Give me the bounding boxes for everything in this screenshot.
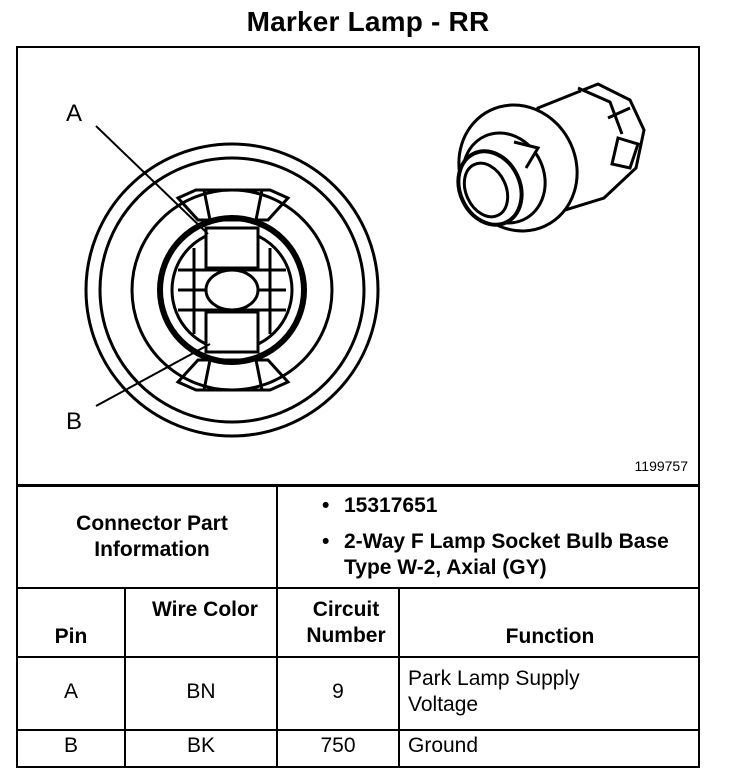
callout-b-label: B — [66, 408, 83, 435]
connector-part-number: 15317651 — [318, 493, 688, 519]
diagram-title: Marker Lamp - RR — [246, 6, 490, 37]
info-col-divider — [276, 486, 278, 587]
terminal-a — [204, 226, 260, 270]
socket-ring-2 — [98, 156, 366, 424]
info-divider — [16, 587, 700, 589]
col-divider-3 — [398, 589, 400, 768]
header-function: Function — [505, 625, 595, 648]
connector-description: 2-Way F Lamp Socket Bulb Base Type W-2, … — [318, 529, 688, 581]
row-a-function: Park Lamp Supply Voltage — [408, 667, 580, 716]
table-top-border — [16, 484, 700, 487]
connector-info-label: Connector Part Information — [76, 512, 228, 561]
header-pin: Pin — [54, 625, 88, 648]
col-divider-2 — [276, 589, 278, 768]
terminal-b — [204, 310, 260, 354]
diagram-frame — [16, 46, 700, 768]
header-divider — [16, 656, 700, 658]
row-b-circuit: 750 — [320, 734, 356, 757]
connector-drawing — [84, 82, 646, 438]
header-wire-color: Wire Color — [152, 598, 258, 621]
bulb-socket-illustration — [456, 82, 646, 233]
row-divider — [16, 729, 700, 731]
row-b-wire-color: BK — [186, 734, 215, 757]
socket-center-hole — [204, 268, 260, 312]
row-b-pin: B — [63, 734, 78, 757]
socket-tab-top — [175, 188, 291, 222]
socket-outer-ring — [84, 142, 380, 438]
connector-info-list: 15317651 2-Way F Lamp Socket Bulb Base T… — [318, 493, 688, 581]
row-b-function: Ground — [408, 734, 479, 757]
figure-number: 1199757 — [634, 458, 688, 474]
row-a-pin: A — [63, 680, 78, 703]
row-a-circuit: 9 — [332, 680, 344, 703]
socket-inner-ring — [157, 215, 307, 365]
callout-b-leader — [95, 343, 211, 407]
socket-tab-bottom — [175, 358, 291, 392]
callout-a-label: A — [66, 100, 83, 127]
col-divider-1 — [124, 589, 126, 768]
row-a-wire-color: BN — [186, 680, 216, 703]
header-circuit-number: Circuit Number — [306, 598, 386, 647]
callout-a-leader — [95, 125, 209, 235]
